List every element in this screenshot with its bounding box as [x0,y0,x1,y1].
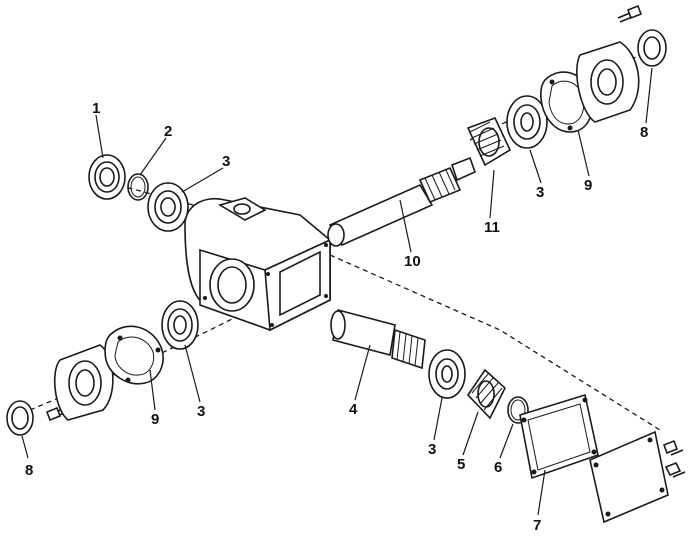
label-part-3-top-right: 3 [536,184,544,201]
label-part-3-lower-center: 3 [428,441,436,458]
label-part-9-top-right: 9 [584,177,592,194]
cover-bolts [662,439,686,478]
bearing-lower-center [428,349,466,399]
bearing-bottom-left [161,300,199,350]
cover-plate [589,430,669,524]
label-part-10: 10 [404,253,421,270]
bolt-top-right [617,4,643,23]
label-part-9-bottom-left: 9 [151,411,159,428]
cover-gasket [519,393,599,480]
seal-top-left [88,154,126,200]
label-part-2: 2 [164,123,172,140]
pinion-shaft [330,309,426,370]
gasket-bottom-left [104,325,164,385]
snap-ring-lower [507,396,529,424]
label-part-4: 4 [349,401,358,418]
snap-ring-top-left [127,173,149,201]
part-labels: 1 2 3 10 11 3 9 8 9 3 8 4 3 5 6 7 [25,100,648,534]
label-part-3-bottom-left: 3 [197,403,205,420]
label-part-6: 6 [494,459,502,476]
gearbox-housing [184,197,331,332]
bevel-gear-upper [466,116,512,167]
cap-flange-bottom-left [53,344,114,421]
label-part-11: 11 [484,219,500,236]
label-part-8-top-right: 8 [640,124,648,141]
seal-top-right [637,29,667,67]
cap-flange-top-right [576,41,640,123]
label-part-3-top-left: 3 [222,153,230,170]
bearing-top-left [147,182,189,232]
input-shaft [327,156,477,247]
leader-lines [21,67,653,516]
label-part-5: 5 [457,456,465,473]
seal-bottom-left [6,400,34,436]
label-part-1: 1 [92,100,100,117]
label-part-7: 7 [533,517,541,534]
bearing-top-right [506,95,548,149]
label-part-8-bottom-left: 8 [25,462,33,479]
bevel-gear-lower [466,368,506,420]
